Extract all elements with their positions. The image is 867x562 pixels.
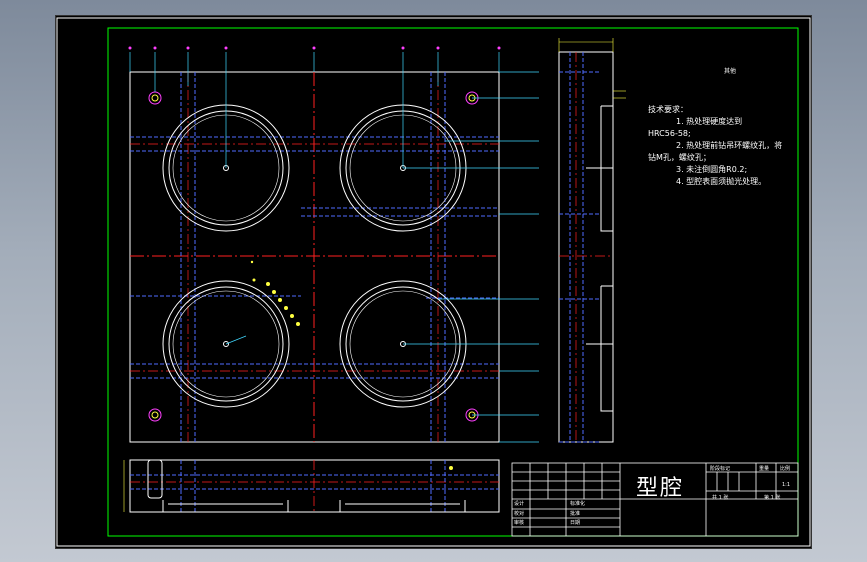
tech-req-line: 2. 热处理前钻吊环螺纹孔，将 bbox=[676, 141, 783, 150]
plan-view bbox=[128, 46, 539, 443]
tb-weight-label: 重量 bbox=[759, 466, 770, 472]
tb-sheet-index: 第 1 张 bbox=[764, 495, 781, 501]
tb-sign-labels: 标准化 批准 日期 bbox=[570, 500, 585, 529]
cad-viewport[interactable]: 其他 技术要求： 1. 热处理硬度达到 HRC56-58; 2. 热处理前钻吊环… bbox=[55, 15, 812, 549]
outer-frame bbox=[56, 17, 811, 547]
tech-req-line: 3. 未注倒圆角R0.2; bbox=[676, 165, 748, 174]
cad-drawing bbox=[56, 17, 811, 547]
tb-scale-value: 1:1 bbox=[782, 482, 791, 488]
bottom-section bbox=[123, 459, 500, 513]
tech-req-line: 钻M孔，螺纹孔； bbox=[648, 153, 711, 162]
side-outline bbox=[558, 51, 614, 443]
side-view bbox=[558, 38, 626, 443]
tb-scale-label: 比例 bbox=[780, 466, 791, 472]
cavity-bottom-left bbox=[162, 280, 290, 408]
leader-tags bbox=[128, 46, 501, 50]
tb-stage-label: 阶段标记 bbox=[710, 466, 731, 472]
top-label: 其他 bbox=[724, 68, 737, 75]
tech-req-heading: 技术要求： bbox=[648, 105, 688, 114]
inner-frame bbox=[107, 27, 799, 537]
tech-req-line: HRC56-58; bbox=[648, 129, 691, 138]
tb-row-labels: 设计 校对 审核 bbox=[514, 500, 524, 529]
tb-sign-label: 批准 bbox=[570, 510, 581, 517]
tech-req-line: 1. 热处理硬度达到 bbox=[676, 117, 743, 126]
tb-row-label: 设计 bbox=[514, 501, 525, 507]
dimension-marks bbox=[250, 260, 300, 326]
tb-sign-label: 标准化 bbox=[570, 501, 586, 507]
technical-requirements: 技术要求： 1. 热处理硬度达到 HRC56-58; 2. 热处理前钻吊环螺纹孔… bbox=[648, 104, 808, 188]
tb-row-label: 校对 bbox=[514, 510, 525, 517]
leader-lines bbox=[129, 52, 539, 443]
tech-req-line: 4. 型腔表面须抛光处理。 bbox=[676, 177, 767, 186]
tb-sheet-label: 共 1 张 bbox=[712, 495, 729, 501]
title-block-grid bbox=[511, 462, 799, 537]
bottom-outline bbox=[129, 459, 500, 513]
tb-sign-label: 日期 bbox=[570, 520, 581, 526]
part-name: 型腔 bbox=[636, 476, 685, 501]
tb-row-label: 审核 bbox=[514, 520, 525, 526]
